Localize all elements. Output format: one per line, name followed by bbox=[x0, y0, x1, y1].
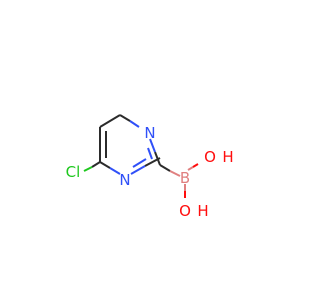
bond-b-o1-boron-half bbox=[187, 166, 194, 171]
bond-c4-n3-nitrogen-half bbox=[109, 167, 121, 175]
atom-label-cl: Cl bbox=[66, 163, 81, 181]
bond-n3-c2-inner bbox=[132, 158, 147, 168]
bond-c4-n3-carbon-half bbox=[99, 161, 111, 169]
molecule-structure-diagram: N N Cl B O H O H bbox=[66, 114, 234, 220]
atom-label-h1: H bbox=[222, 148, 233, 166]
bond-b-o1-oxygen-half bbox=[192, 163, 199, 168]
atom-label-n1: N bbox=[144, 124, 155, 142]
atom-label-layer: N N Cl B O H O H bbox=[66, 124, 234, 220]
bond-c4-cl-carbon-half bbox=[91, 161, 101, 168]
bond-c2-b-carbon-half bbox=[159, 164, 171, 172]
atom-label-b: B bbox=[180, 169, 190, 187]
bond-c2-b-boron-half bbox=[169, 170, 181, 177]
bond-layer bbox=[83, 114, 199, 198]
atom-label-o1: O bbox=[204, 148, 216, 166]
atom-label-h2: H bbox=[197, 202, 208, 220]
atom-label-n3: N bbox=[119, 171, 130, 189]
atom-label-o2: O bbox=[179, 202, 191, 220]
bond-n3-c2-carbon-half bbox=[144, 157, 161, 167]
bond-c6-c5 bbox=[99, 114, 121, 128]
bond-n1-c6-carbon-half bbox=[119, 114, 131, 122]
bond-c4-cl-chlorine-half bbox=[83, 166, 93, 172]
bond-c2-n1-nitrogen-half bbox=[149, 138, 156, 153]
bond-n1-c6-nitrogen-half bbox=[129, 120, 140, 128]
bond-c2-n1-inner bbox=[147, 147, 153, 160]
bond-n3-c2-nitrogen-half bbox=[130, 165, 146, 175]
